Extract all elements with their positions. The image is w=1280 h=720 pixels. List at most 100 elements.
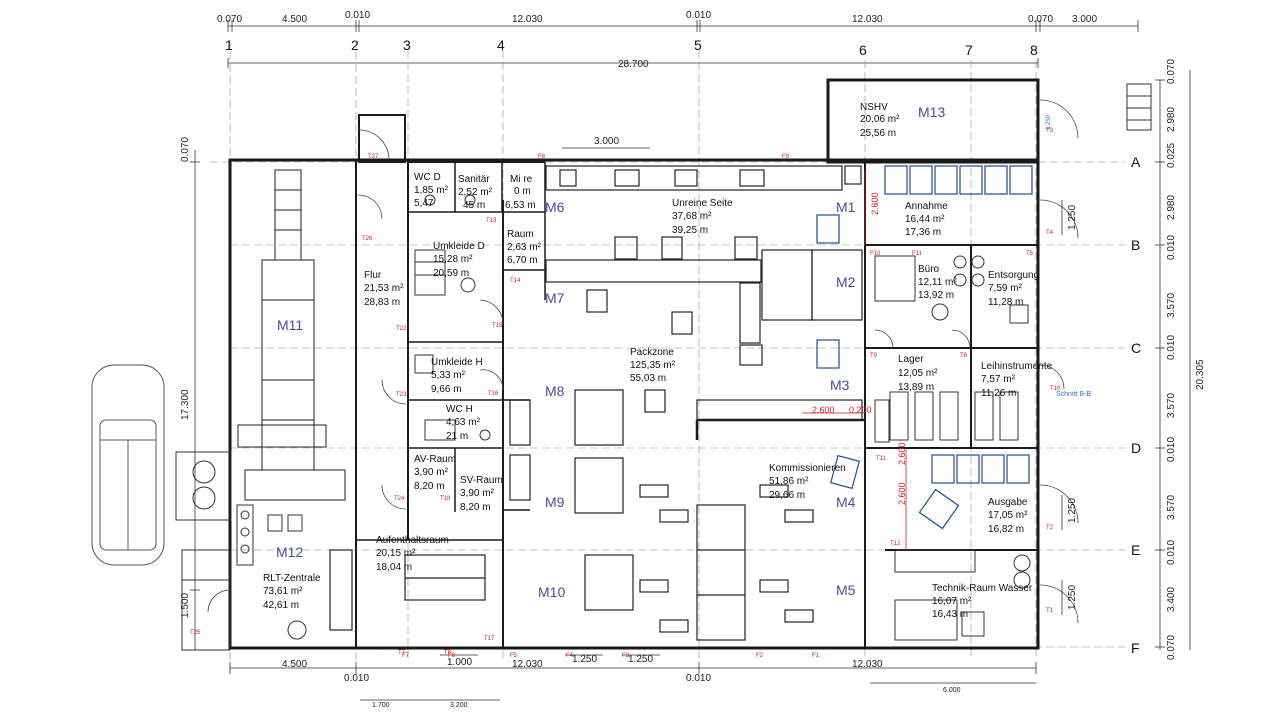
tag-f6: F6 (448, 653, 456, 659)
room-entsorgung-area: 7,59 m² (988, 283, 1023, 294)
room-annahme-area: 16,44 m² (905, 214, 945, 225)
room-aufenthalt-perimeter: 18,04 m (376, 562, 412, 573)
room-ausgabe-area: 17,05 m² (988, 510, 1028, 521)
room-av: AV-Raum 3,90 m² 8,20 m (414, 454, 456, 492)
room-technik-perimeter: 16,43 m (932, 609, 968, 620)
room-wcd-name: WC D (414, 172, 441, 183)
room-rlt-perimeter: 42,61 m (263, 600, 299, 611)
room-annahme: Annahme 16,44 m² 17,36 m (905, 201, 948, 238)
tag-f2: F2 (756, 653, 764, 659)
dim-bottom-extra-2: 3.200 (450, 702, 468, 709)
room-kommission: Kommissionieren 51,86 m² 29,66 m (769, 463, 846, 501)
tag-t8: T8 (444, 650, 452, 656)
room-technik: Technik-Raum Wasser 16,07 m² 16,43 m (932, 583, 1033, 620)
room-flur-perimeter: 28,83 m (364, 297, 400, 308)
room-entsorgung: Entsorgung 7,59 m² 11,28 m (988, 270, 1039, 308)
red-dim-1: 2.600 (870, 192, 880, 215)
room-packzone: Packzone 125,35 m² 55,03 m (630, 347, 676, 384)
left-dimensions (190, 150, 200, 651)
axis-col-8: 8 (1030, 42, 1038, 58)
room-entsorgung-name: Entsorgung (988, 270, 1039, 281)
room-labels: NSHV 20,06 m² 25,56 m Unreine Seite 37,6… (263, 102, 1053, 620)
tag-f9: F9 (782, 154, 790, 160)
room-rlt: RLT-Zentrale 73,61 m² 42,61 m (263, 573, 321, 611)
axis-col-7: 7 (965, 42, 973, 58)
room-av-area: 3,90 m² (414, 467, 449, 478)
room-packzone-name: Packzone (630, 347, 674, 358)
module-m9: M9 (545, 494, 565, 510)
dim-right-7: 0.010 (1166, 335, 1177, 360)
dim-bottom-5: 1.250 (572, 654, 597, 665)
module-m13: M13 (918, 104, 945, 120)
dim-right-6: 3.570 (1166, 293, 1177, 318)
dim-right-total: 20.305 (1195, 359, 1206, 390)
tag-t1: T1 (1046, 608, 1054, 614)
room-umkleide-d-area: 15,28 m² (433, 254, 473, 265)
module-m7: M7 (545, 290, 565, 306)
dim-top-total: 28.700 (618, 59, 649, 70)
axis-col-3: 3 (403, 37, 411, 53)
tag-t10: T10 (1050, 386, 1061, 392)
tag-t6: T6 (960, 353, 968, 359)
tag-t3: T3 (1046, 128, 1054, 134)
axis-row-f: F (1131, 640, 1140, 656)
room-nshv-area: 20,06 m² (860, 114, 900, 125)
room-raum-name: Raum (507, 229, 534, 240)
tag-t9: T9 (870, 353, 878, 359)
room-aufenthalt-area: 20,15 m² (376, 548, 416, 559)
room-kommission-name: Kommissionieren (769, 463, 846, 474)
room-unreine-perimeter: 39,25 m (672, 225, 708, 236)
room-raum-perimeter: 6,70 m (507, 255, 538, 266)
tag-t15: T15 (492, 323, 503, 329)
module-m3: M3 (830, 377, 850, 393)
tag-t16: T16 (488, 391, 499, 397)
dim-top-3: 0.010 (345, 10, 370, 21)
room-sv-name: SV-Raum (460, 475, 503, 486)
dim-right-8: 3.570 (1166, 393, 1177, 418)
module-m12: M12 (276, 544, 303, 560)
room-packzone-perimeter: 55,03 m (630, 373, 666, 384)
tag-t2: T2 (1046, 525, 1054, 531)
room-lager-perimeter: 13,89 m (898, 382, 934, 393)
axis-col-2: 2 (351, 37, 359, 53)
module-m10: M10 (538, 584, 565, 600)
sanitary-fixtures (414, 194, 491, 441)
dim-bottom-4: 12.030 (512, 659, 543, 670)
room-sanitaer-perimeter: 45 m (463, 200, 485, 211)
loading-ramp (181, 549, 231, 651)
tag-t7: T7 (398, 650, 406, 656)
column-axes: 1 2 3 4 5 6 7 8 (225, 37, 1038, 58)
room-sv: SV-Raum 3,90 m² 8,20 m (460, 475, 503, 513)
room-wch-name: WC H (446, 404, 473, 415)
commission-tables (639, 399, 863, 641)
doors (207, 99, 1079, 624)
tag-t12: T12 (890, 541, 901, 547)
tag-f8: F8 (538, 154, 546, 160)
room-flur-name: Flur (364, 270, 382, 281)
room-annahme-perimeter: 17,36 m (905, 227, 941, 238)
window-tags: F1 F2 F3 F4 F5 F6 F7 F8 F9 F10 F11 (402, 154, 923, 659)
office-furniture (874, 255, 1029, 324)
room-lager-name: Lager (898, 354, 924, 365)
module-m2: M2 (836, 274, 856, 290)
module-m8: M8 (545, 383, 565, 399)
dim-right-10: 3.570 (1166, 495, 1177, 520)
room-raum-area: 2,63 m² (507, 242, 542, 253)
dim-side-door-1: 1.250 (1067, 205, 1078, 230)
bottom-dimensions (229, 654, 1037, 701)
room-wcd: WC D 1,85 m² 5,47 (414, 172, 449, 209)
room-mi-area: 0 m (514, 186, 531, 197)
rlt-equipment (236, 504, 307, 640)
dim-side-door-2: 1.250 (1067, 498, 1078, 523)
tag-f4: F4 (566, 653, 574, 659)
tag-f11: F11 (912, 251, 923, 257)
room-buero-name: Büro (918, 264, 940, 275)
axis-row-a: A (1131, 154, 1141, 170)
tag-t11: T11 (876, 456, 887, 462)
dim-bottom-1: 4.500 (282, 659, 307, 670)
room-sanitaer: Sanitär 2,52 m² 45 m (458, 174, 493, 211)
dim-left-total: 17.300 (180, 389, 191, 420)
dim-bottom-2: 0.010 (344, 673, 369, 684)
stair-top-right (1126, 83, 1152, 131)
